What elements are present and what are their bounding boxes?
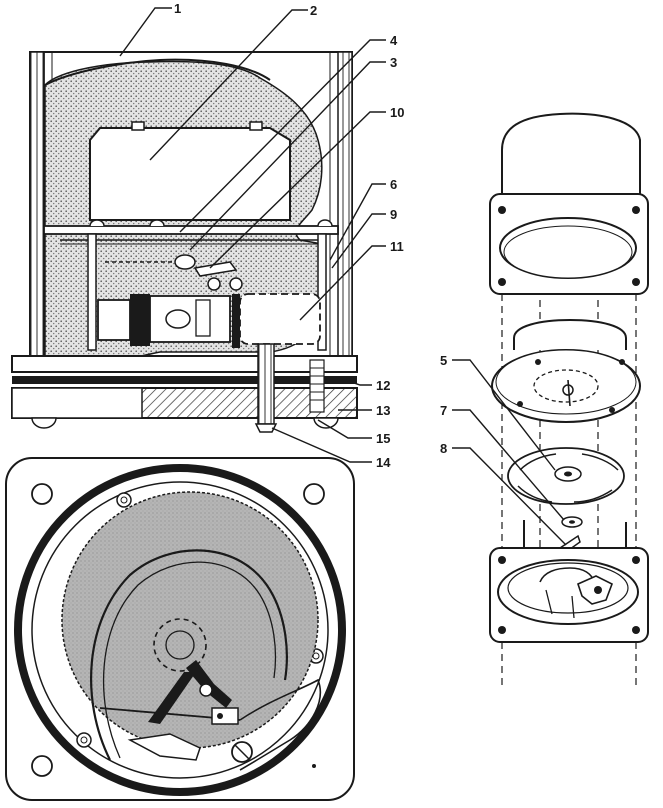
callout-12: 12 xyxy=(376,378,390,393)
base-band xyxy=(12,376,357,384)
callout-1: 1 xyxy=(174,1,181,16)
leader-lines xyxy=(119,7,567,546)
motor-cylinder xyxy=(513,318,627,350)
mounting-plate xyxy=(43,225,339,235)
base-plate-upper xyxy=(11,355,358,373)
callout-6: 6 xyxy=(390,177,397,192)
callout-4: 4 xyxy=(390,33,398,48)
callout-7: 7 xyxy=(440,403,447,418)
cover-dome xyxy=(501,112,641,196)
callout-8: 8 xyxy=(440,441,447,456)
callout-10: 10 xyxy=(390,105,404,120)
left-wall xyxy=(29,51,45,359)
callout-14: 14 xyxy=(376,455,391,470)
top-plan-view xyxy=(5,457,355,801)
callout-5: 5 xyxy=(440,353,447,368)
dashed-box-11 xyxy=(239,293,321,345)
callout-13: 13 xyxy=(376,403,390,418)
callout-3: 3 xyxy=(390,55,397,70)
callout-labels: 1 2 4 3 10 6 9 11 12 13 15 14 5 7 8 xyxy=(174,1,447,470)
box-part-2 xyxy=(89,127,291,221)
right-wall xyxy=(337,51,353,359)
side-section-view xyxy=(11,51,358,433)
callout-2: 2 xyxy=(310,3,317,18)
callout-11: 11 xyxy=(390,239,404,254)
callout-15: 15 xyxy=(376,431,390,446)
exploded-view xyxy=(489,112,649,690)
callout-9: 9 xyxy=(390,207,397,222)
